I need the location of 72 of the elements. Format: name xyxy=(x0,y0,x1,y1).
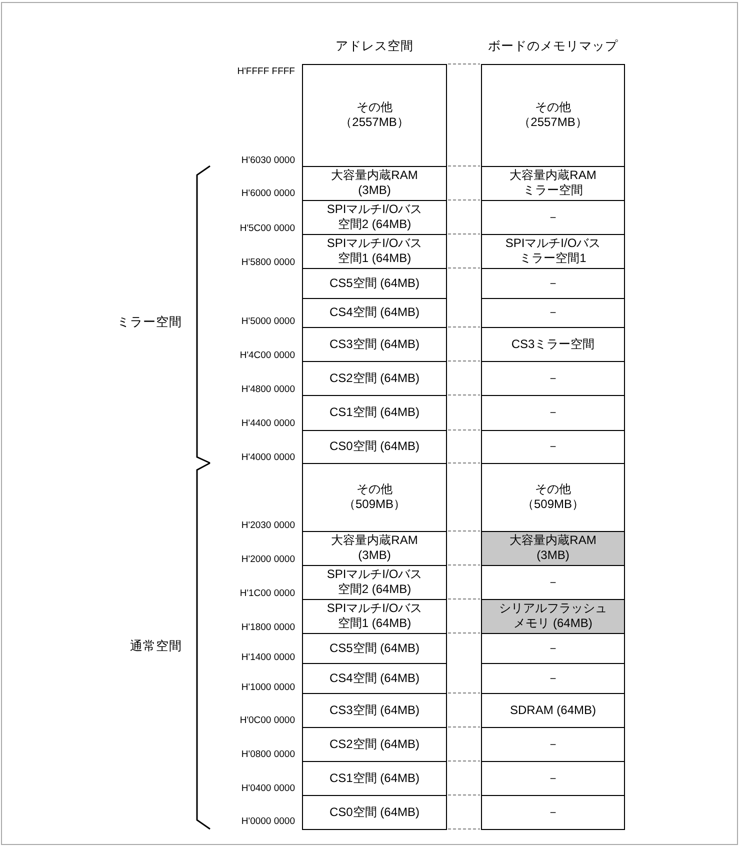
region-label: SPIマルチI/Oバス空間2 (64MB) xyxy=(326,202,424,232)
memory-region xyxy=(482,598,624,632)
region-label: － xyxy=(547,305,559,320)
region-label: － xyxy=(547,640,559,656)
address-label: H'1000 0000 xyxy=(241,682,295,694)
region-label: 大容量内蔵RAM (3MB) xyxy=(330,533,419,563)
address-label: H'5800 0000 xyxy=(241,257,295,269)
region-label: その他（2557MB） xyxy=(339,100,410,130)
region-label: SPIマルチI/Oバス空間1 (64MB) xyxy=(326,601,424,631)
memory-region xyxy=(303,166,446,200)
address-label: H'4000 0000 xyxy=(241,452,295,464)
region-label: － xyxy=(547,210,559,224)
bracket-label: 通常空間 xyxy=(130,638,182,654)
region-label: CS3空間 (64MB) xyxy=(329,336,420,352)
region-label: CS5空間 (64MB) xyxy=(329,640,420,656)
memory-region xyxy=(303,598,446,632)
region-label: CS3ミラー空間 xyxy=(511,336,595,352)
address-label: H'4400 0000 xyxy=(241,418,295,430)
region-label: CS2空間 (64MB) xyxy=(329,736,420,752)
region-label: 大容量内蔵RAMミラー空間 xyxy=(508,168,598,198)
memory-region xyxy=(303,530,446,564)
region-label: CS4空間 (64MB) xyxy=(329,670,420,686)
region-label: その他（509MB） xyxy=(520,482,586,512)
region-label: CS0空間 (64MB) xyxy=(329,439,420,454)
address-label: H'FFFF FFFF xyxy=(237,66,295,78)
address-label: H'0800 0000 xyxy=(241,749,295,761)
address-label: H'5000 0000 xyxy=(241,316,295,328)
address-label: H'1C00 0000 xyxy=(240,588,295,600)
region-label: － xyxy=(547,370,559,386)
memory-region xyxy=(482,530,624,564)
region-label: 大容量内蔵RAM (3MB) xyxy=(508,533,598,563)
region-label: SPIマルチI/Oバス空間1 (64MB) xyxy=(326,236,424,266)
address-label: H'6000 0000 xyxy=(241,188,295,200)
region-label: CS2空間 (64MB) xyxy=(329,370,420,386)
region-label: CS5空間 (64MB) xyxy=(329,276,420,290)
region-label: SDRAM (64MB) xyxy=(510,702,596,718)
address-label: H'0C00 0000 xyxy=(240,715,295,727)
region-label: － xyxy=(547,574,559,590)
address-label: H'0000 0000 xyxy=(241,816,295,828)
region-label: － xyxy=(547,439,559,454)
memory-region xyxy=(303,234,446,268)
region-label: － xyxy=(547,276,559,290)
address-label: H'2000 0000 xyxy=(241,554,295,566)
region-label: － xyxy=(547,804,559,820)
region-label: CS4空間 (64MB) xyxy=(329,305,420,320)
address-label: H'2030 0000 xyxy=(241,520,295,532)
region-label: － xyxy=(547,770,559,786)
column-heading: アドレス空間 xyxy=(336,38,414,54)
region-label: － xyxy=(547,670,559,686)
region-label: SPIマルチI/Oバス空間2 (64MB) xyxy=(326,567,424,597)
bracket-label: ミラー空間 xyxy=(117,314,182,330)
column-heading: ボードのメモリマップ xyxy=(488,38,618,54)
address-label: H'5C00 0000 xyxy=(240,223,295,235)
region-label: CS3空間 (64MB) xyxy=(329,702,420,718)
address-label: H'4800 0000 xyxy=(241,384,295,396)
address-label: H'4C00 0000 xyxy=(240,350,295,362)
region-label: SPIマルチI/Oバスミラー空間1 xyxy=(504,236,602,266)
address-label: H'0400 0000 xyxy=(241,783,295,795)
address-label: H'1800 0000 xyxy=(241,622,295,634)
memory-region xyxy=(303,564,446,598)
region-label: CS1空間 (64MB) xyxy=(329,405,420,420)
region-label: CS1空間 (64MB) xyxy=(329,770,420,786)
region-label: CS0空間 (64MB) xyxy=(329,804,420,820)
region-label: － xyxy=(547,736,559,752)
region-label: 大容量内蔵RAM (3MB) xyxy=(330,168,419,198)
memory-region xyxy=(303,200,446,234)
region-label: その他（2557MB） xyxy=(518,100,588,130)
address-label: H'1400 0000 xyxy=(241,652,295,664)
region-label: － xyxy=(547,405,559,420)
region-label: その他（509MB） xyxy=(342,482,407,512)
address-label: H'6030 0000 xyxy=(241,155,295,167)
region-label: シリアルフラッシュメモリ (64MB) xyxy=(498,601,608,631)
